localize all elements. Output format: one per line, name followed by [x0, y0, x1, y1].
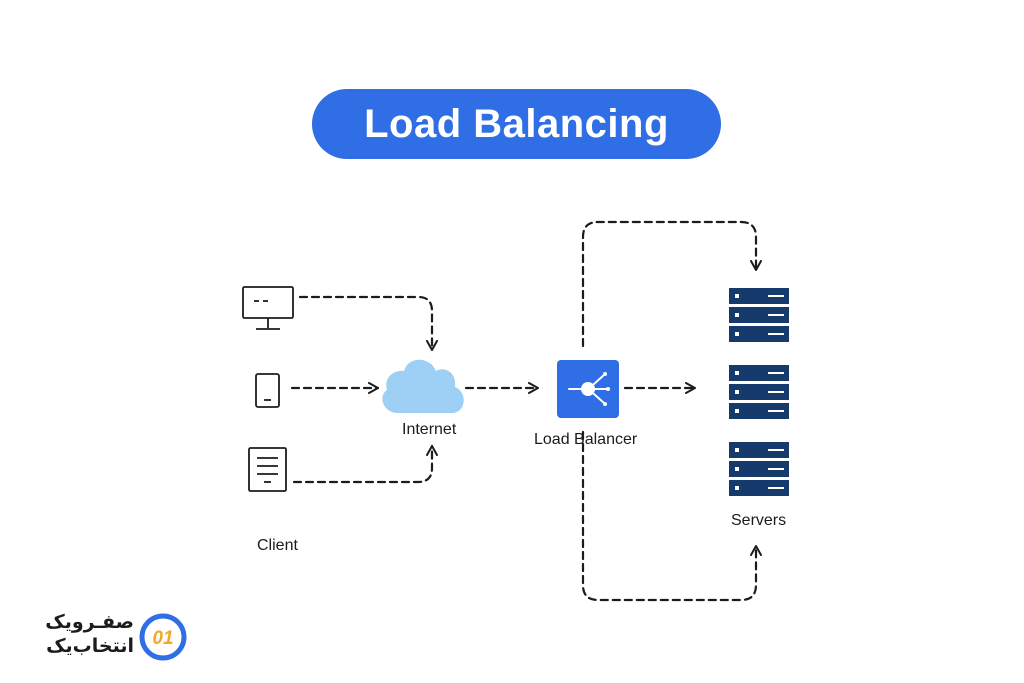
title-pill: Load Balancing: [312, 89, 721, 159]
server-indicators: [735, 294, 784, 490]
connector-balancer-to-servers-top: [581, 220, 762, 348]
brand-logo-icon: 01: [139, 613, 187, 661]
server-rack-icon: [729, 288, 789, 496]
brand-name-line2: انتخاب‌یک: [46, 635, 134, 657]
mobile-phone-icon: [255, 373, 280, 408]
distribution-node-icon: [557, 360, 619, 418]
brand-name-line1: صفـرویک: [45, 611, 134, 633]
desktop-monitor-icon: [242, 286, 294, 330]
connector-document-to-internet: [292, 444, 438, 484]
servers-label: Servers: [731, 512, 787, 529]
diagram-title: Load Balancing: [364, 101, 669, 146]
server-rack-middle: [729, 365, 789, 419]
server-rack-top: [729, 288, 789, 342]
brand-logo-mark: 01: [152, 628, 173, 649]
brand-name: صفـرویک انتخاب‌یک: [45, 610, 134, 658]
connector-desktop-to-internet: [298, 295, 438, 352]
cloud-icon: [382, 359, 464, 413]
connector-balancer-to-servers-bottom: [581, 430, 762, 602]
server-rack-bottom: [729, 442, 789, 496]
load-balancer-label: Load Balancer: [534, 431, 638, 448]
brand-watermark: صفـرویک انتخاب‌یک 01: [22, 610, 192, 670]
internet-label: Internet: [402, 421, 457, 438]
document-icon: [248, 447, 287, 492]
client-label: Client: [257, 537, 298, 554]
